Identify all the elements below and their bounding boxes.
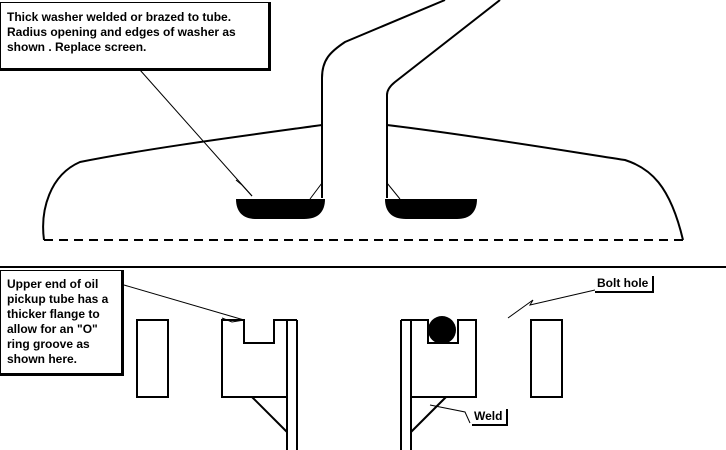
oil-pickup-callout: Upper end of oil pickup tube has a thick… [0, 270, 124, 376]
weld-left [251, 396, 288, 433]
washer-callout-line-1: Thick washer welded or brazed to tube. [7, 10, 232, 24]
o-ring [428, 316, 456, 344]
washer-callout: Thick washer welded or brazed to tube. R… [0, 2, 271, 71]
washer-radius-right [386, 182, 401, 200]
oil-pickup-callout-line-5: ring groove as [7, 337, 90, 351]
washer-leader-arrow [235, 179, 253, 197]
oil-pan-outline [42, 124, 684, 241]
washer-radius-left [309, 182, 323, 200]
flange-left [221, 319, 288, 398]
oil-pickup-callout-line-3: thicker flange to [7, 307, 100, 321]
washer-left [236, 199, 325, 219]
oil-pickup-leader-line [123, 284, 245, 321]
washer-callout-line-3: shown . Replace screen. [7, 40, 147, 54]
washer-right [385, 199, 477, 219]
weld-label: Weld [472, 409, 509, 426]
flange-right [410, 319, 477, 398]
washer-leader-line [139, 69, 253, 197]
oil-pickup-callout-line-4: allow for an "O" [7, 322, 98, 336]
bolt-hole-label: Bolt hole [595, 276, 655, 293]
bolt-hole-leader [507, 289, 596, 319]
oil-pickup-leader-arrow [221, 317, 245, 323]
bolt-block-right [530, 319, 563, 398]
oil-pickup-callout-line-6: shown here. [7, 352, 78, 366]
pickup-tube-right-wall [386, 0, 501, 198]
oil-pickup-callout-line-2: pickup tube has a [7, 292, 109, 306]
pickup-tube-left-wall [321, 0, 446, 198]
weld-right [410, 396, 447, 433]
bolt-block-left [136, 319, 169, 398]
washer-callout-line-2: Radius opening and edges of washer as [7, 25, 236, 39]
weld-leader [429, 404, 471, 424]
oil-pickup-callout-line-1: Upper end of oil [7, 277, 99, 291]
